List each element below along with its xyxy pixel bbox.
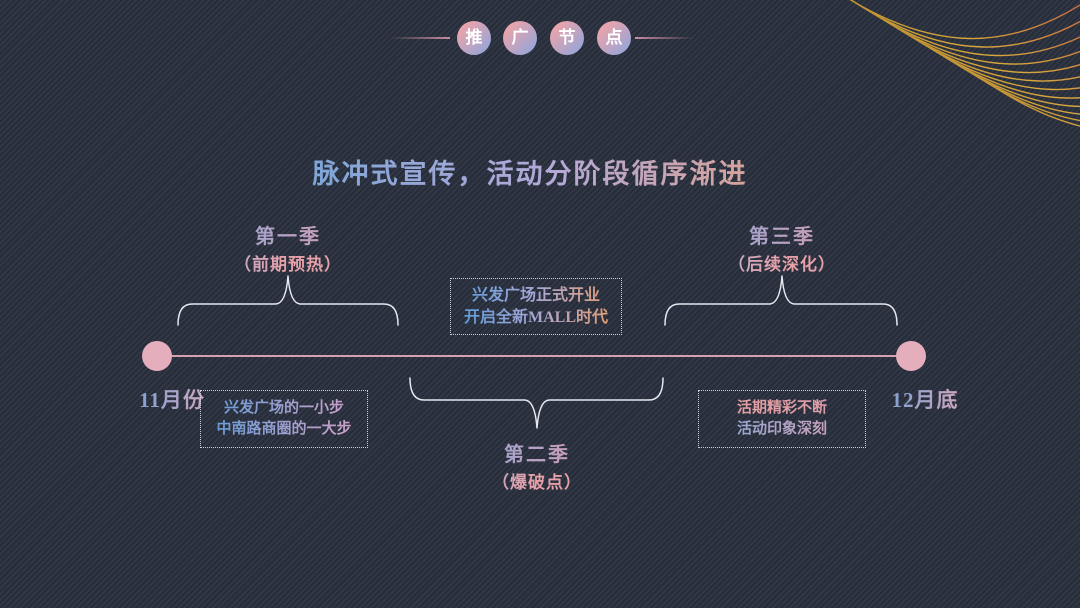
header-badge-4: 点 — [597, 21, 631, 55]
timeline-line — [157, 355, 911, 357]
brace-phase2 — [409, 377, 664, 429]
callout-activities-line1: 活期精彩不断 — [699, 398, 865, 419]
header-badge-2: 广 — [503, 21, 537, 55]
callout-grand-opening-line1: 兴发广场正式开业 — [451, 285, 621, 307]
header-line-right — [635, 37, 695, 39]
callout-activities: 活期精彩不断 活动印象深刻 — [698, 390, 866, 448]
phase1-subtitle: （前期预热） — [188, 250, 388, 275]
timeline-end-dot — [896, 341, 926, 371]
header-badge-1: 推 — [457, 21, 491, 55]
phase2-subtitle: （爆破点） — [437, 468, 637, 493]
callout-first-step-line1: 兴发广场的一小步 — [201, 398, 367, 419]
timeline-end-label: 12月底 — [865, 384, 985, 414]
callout-grand-opening: 兴发广场正式开业 开启全新MALL时代 — [450, 278, 622, 335]
brace-phase1 — [177, 275, 399, 326]
header-line-left — [390, 37, 450, 39]
callout-first-step-line2: 中南路商圈的一大步 — [201, 419, 367, 440]
phase1-name: 第一季 — [188, 220, 388, 249]
callout-grand-opening-line2: 开启全新MALL时代 — [451, 307, 621, 329]
phase2-name: 第二季 — [437, 438, 637, 467]
slide-title: 脉冲式宣传，活动分阶段循序渐进 — [0, 152, 1060, 191]
phase3-subtitle: （后续深化） — [682, 250, 882, 275]
callout-activities-line2: 活动印象深刻 — [699, 419, 865, 440]
timeline-start-label: 11月份 — [112, 384, 232, 414]
callout-first-step: 兴发广场的一小步 中南路商圈的一大步 — [200, 390, 368, 448]
brace-phase3 — [664, 275, 898, 326]
timeline-start-dot — [142, 341, 172, 371]
phase3-name: 第三季 — [682, 220, 882, 249]
header-badge-3: 节 — [550, 21, 584, 55]
gold-wave-decoration — [849, 0, 1080, 127]
